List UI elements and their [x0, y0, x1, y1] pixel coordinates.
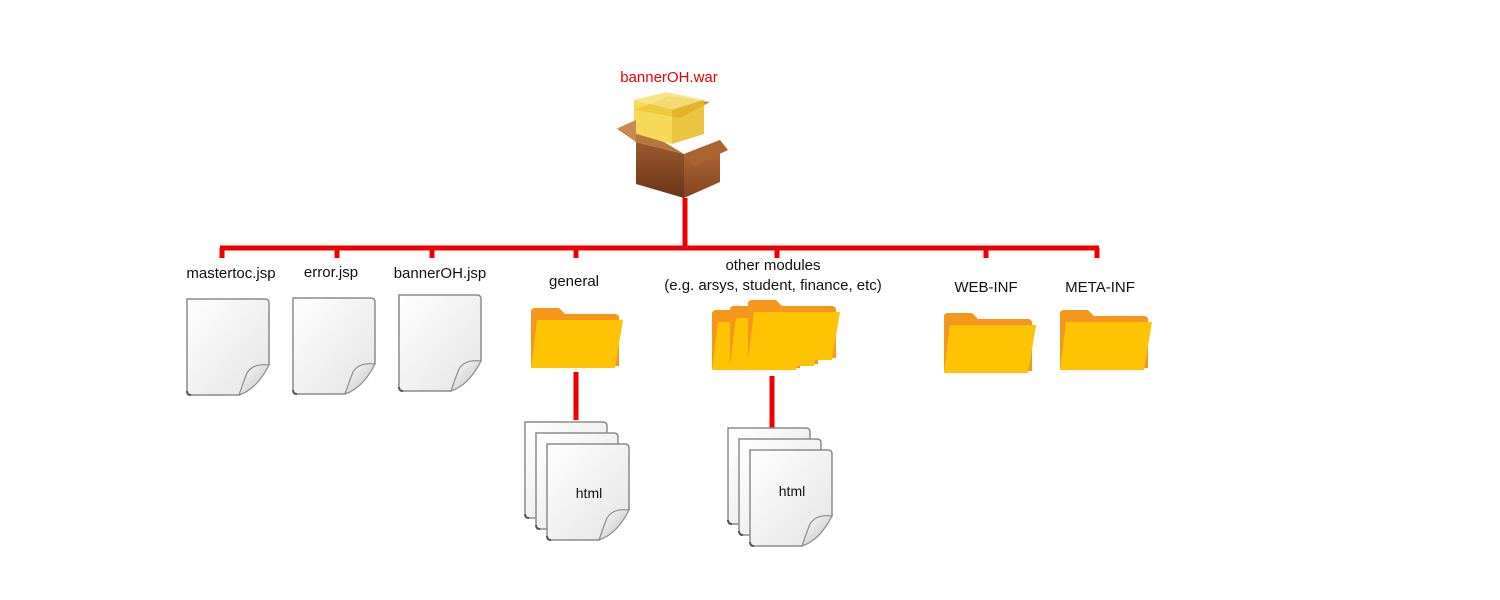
other-modules-line1: other modules — [725, 257, 821, 274]
child-label-other-modules: other modules (e.g. arsys, student, fina… — [664, 256, 882, 296]
package-box-icon — [616, 92, 728, 198]
child-label-mastertoc: mastertoc.jsp — [186, 265, 276, 282]
folder-icon — [944, 313, 1036, 373]
document-icon — [398, 294, 482, 392]
stack-label-general: html — [576, 485, 602, 501]
child-label-error: error.jsp — [303, 264, 359, 281]
child-label-general: general — [548, 273, 600, 290]
tree-connectors — [219, 198, 1100, 428]
folder-icon — [531, 308, 623, 368]
document-icon — [186, 298, 270, 396]
other-modules-line2: (e.g. arsys, student, finance, etc) — [664, 277, 882, 294]
document-icon — [292, 297, 376, 395]
child-label-banneroh-jsp: bannerOH.jsp — [393, 265, 487, 282]
document-stack-icon: html — [524, 421, 630, 541]
stack-label-modules: html — [779, 483, 805, 499]
folder-icon — [1060, 310, 1152, 370]
root-label: bannerOH.war — [620, 69, 718, 86]
child-label-web-inf: WEB-INF — [954, 279, 1018, 296]
document-stack-icon: html — [727, 427, 833, 547]
child-label-meta-inf: META-INF — [1065, 279, 1135, 296]
folder-stack-icon — [712, 300, 840, 370]
